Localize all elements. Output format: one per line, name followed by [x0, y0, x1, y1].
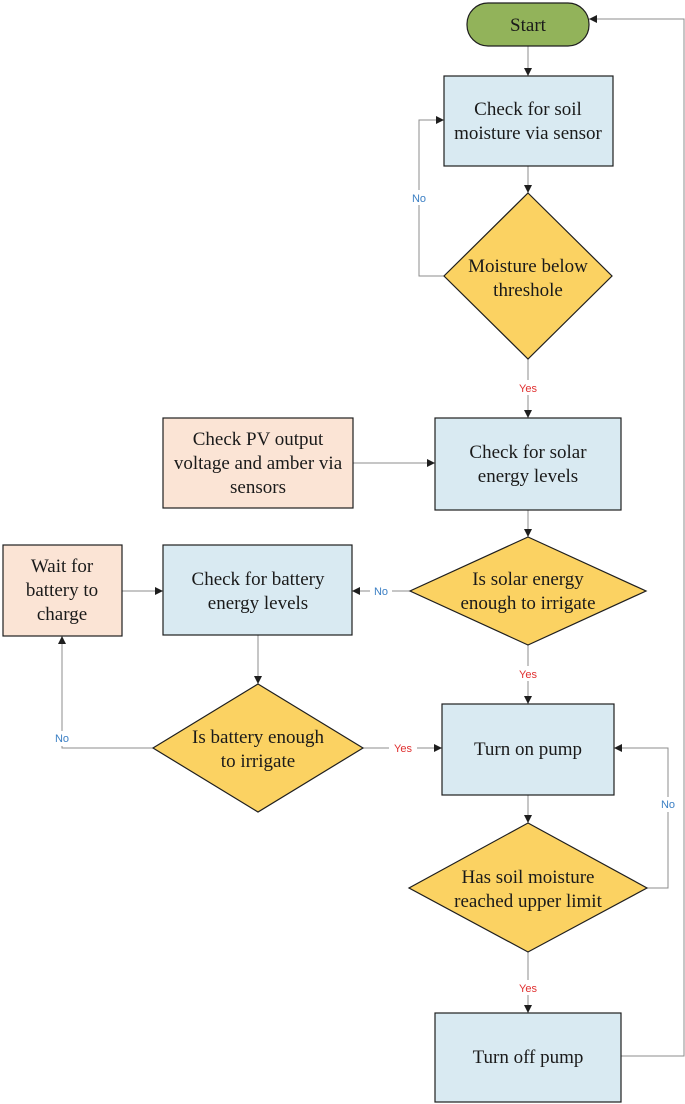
- node-check-solar: Check for solar energy levels: [434, 417, 622, 511]
- connectors: [58, 15, 685, 1057]
- node-check-moisture-line1: Check for soil: [474, 99, 582, 120]
- edge-pump-off-to-start: [589, 15, 685, 1057]
- node-check-battery-line1: Check for battery: [192, 569, 325, 590]
- node-pump-off-label: Turn off pump: [473, 1047, 584, 1068]
- node-battery-enough-line1: Is battery enough: [192, 727, 324, 748]
- label-no-upper-limit: No: [661, 799, 675, 811]
- node-battery-enough-line2: to irrigate: [221, 751, 295, 772]
- node-upper-limit-line2: reached upper limit: [454, 891, 602, 912]
- node-moisture-below-line2: threshole: [493, 280, 563, 301]
- node-solar-enough-line2: enough to irrigate: [460, 593, 595, 614]
- node-start: Start: [466, 2, 590, 47]
- label-no-solar: No: [374, 586, 388, 598]
- node-solar-enough-line1: Is solar energy: [472, 569, 584, 590]
- edge-labels: No Yes No Yes No Yes No Yes: [52, 190, 678, 995]
- label-no-battery: No: [55, 733, 69, 745]
- node-upper-limit: Has soil moisture reached upper limit: [407, 822, 649, 953]
- label-yes-solar: Yes: [519, 669, 537, 681]
- node-wait-battery-line2: battery to: [26, 580, 98, 601]
- node-moisture-below: Moisture below threshole: [443, 192, 613, 360]
- node-upper-limit-line1: Has soil moisture: [462, 867, 595, 888]
- node-wait-battery-line1: Wait for: [31, 556, 94, 577]
- node-check-pv-line2: voltage and amber via: [174, 453, 343, 474]
- node-check-pv-line1: Check PV output: [193, 429, 324, 450]
- label-no-moisture: No: [412, 193, 426, 205]
- node-check-moisture: Check for soil moisture via sensor: [443, 75, 614, 167]
- node-start-label: Start: [510, 15, 547, 36]
- node-battery-enough: Is battery enough to irrigate: [151, 683, 365, 813]
- node-solar-enough: Is solar energy enough to irrigate: [408, 536, 648, 646]
- node-check-solar-line2: energy levels: [478, 466, 578, 487]
- edge-battery-enough-no: [58, 636, 153, 749]
- node-check-pv-line3: sensors: [230, 477, 286, 498]
- node-check-battery-line2: energy levels: [208, 593, 308, 614]
- node-moisture-below-line1: Moisture below: [468, 256, 588, 277]
- node-check-solar-line1: Check for solar: [469, 442, 587, 463]
- node-pump-on: Turn on pump: [441, 703, 615, 796]
- label-yes-moisture: Yes: [519, 383, 537, 395]
- node-pump-off: Turn off pump: [434, 1012, 622, 1103]
- node-wait-battery-line3: charge: [37, 604, 87, 625]
- edge-upper-limit-no: [614, 744, 669, 889]
- node-pump-on-label: Turn on pump: [474, 739, 582, 760]
- node-check-pv: Check PV output voltage and amber via se…: [162, 417, 354, 509]
- node-check-battery: Check for battery energy levels: [162, 544, 353, 636]
- node-check-moisture-line2: moisture via sensor: [454, 123, 602, 144]
- node-wait-battery: Wait for battery to charge: [2, 544, 123, 637]
- label-yes-upper-limit: Yes: [519, 983, 537, 995]
- label-yes-battery: Yes: [394, 743, 412, 755]
